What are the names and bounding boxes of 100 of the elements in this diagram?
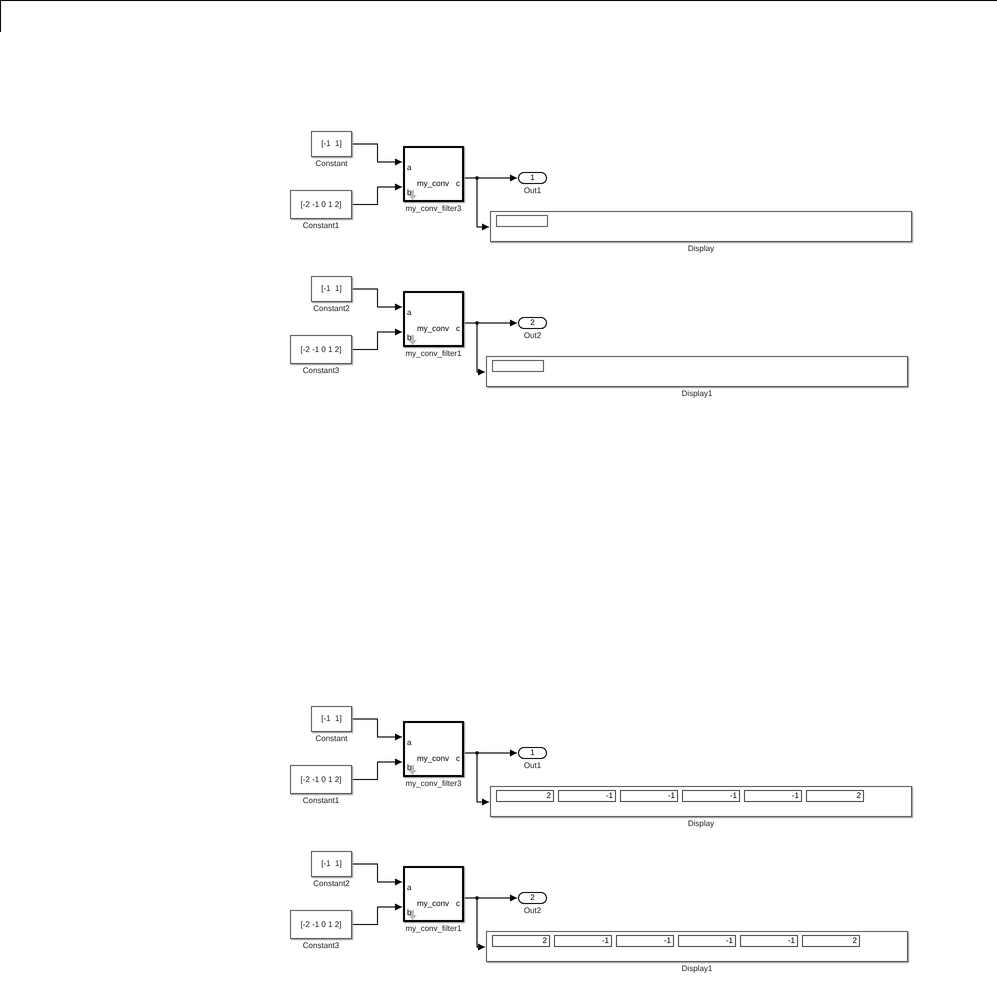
outport-block xyxy=(518,317,547,329)
display-value: 2 xyxy=(852,937,857,945)
constant-value: [-2 -1 0 1 2] xyxy=(300,774,342,786)
block-name-label: Display1 xyxy=(682,390,712,398)
port-label: b xyxy=(407,763,412,772)
port-label: b xyxy=(407,188,412,197)
block-name-label: Constant2 xyxy=(313,305,350,313)
display-cell xyxy=(620,790,678,802)
display-value: -1 xyxy=(602,937,609,945)
display-cell xyxy=(558,790,616,802)
display-cell xyxy=(806,790,864,802)
port-label: a xyxy=(407,163,412,172)
port-label: b xyxy=(407,908,412,917)
block-name-label: Out2 xyxy=(524,332,542,340)
block-name-label: Constant2 xyxy=(313,880,350,888)
port-number: 2 xyxy=(530,894,535,902)
constant-block xyxy=(311,276,352,302)
port-number: 1 xyxy=(530,749,535,757)
block-name-label: Display xyxy=(688,820,714,828)
subsystem-block xyxy=(403,291,464,347)
subsystem-block xyxy=(403,866,464,922)
display-cell xyxy=(554,935,612,947)
port-number: 1 xyxy=(530,174,535,182)
constant-block xyxy=(290,910,352,939)
display-cell xyxy=(744,790,802,802)
block-name-label: Constant3 xyxy=(302,367,340,375)
block-name-label: Display1 xyxy=(682,965,712,973)
display-value: -1 xyxy=(788,937,795,945)
display-block xyxy=(490,211,912,242)
subsystem-block xyxy=(403,721,464,777)
display-cell xyxy=(802,935,860,947)
constant-value: [-2 -1 0 1 2] xyxy=(300,344,342,356)
block-name-label: my_conv_filter3 xyxy=(405,205,462,213)
block-name-label: Display xyxy=(688,245,714,253)
display-block xyxy=(486,356,908,387)
display-cell xyxy=(492,935,550,947)
constant-value: [-2 -1 0 1 2] xyxy=(300,198,342,210)
signal-line xyxy=(464,898,486,950)
block-name-label: Constant xyxy=(315,160,348,168)
subsystem-block xyxy=(403,146,464,202)
constant-value: [-1 1] xyxy=(321,713,342,725)
port-label: b xyxy=(407,333,412,342)
display-cell xyxy=(616,935,674,947)
display-cell xyxy=(496,215,548,227)
port-label: c xyxy=(456,179,460,188)
port-number: 2 xyxy=(530,319,535,327)
constant-value: [-1 1] xyxy=(321,138,342,150)
constant-value: [-1 1] xyxy=(321,283,342,295)
block-name-label: my_conv_filter1 xyxy=(405,350,462,358)
constant-value: [-2 -1 0 1 2] xyxy=(300,918,342,930)
signal-line xyxy=(352,864,402,886)
display-value: -1 xyxy=(730,792,737,800)
display-value: -1 xyxy=(726,937,733,945)
signal-line xyxy=(464,322,486,376)
constant-value: [-1 1] xyxy=(321,858,342,870)
block-name-label: Constant xyxy=(315,735,348,743)
display-value: -1 xyxy=(668,792,675,800)
port-label: a xyxy=(407,738,412,747)
display-value: 2 xyxy=(546,792,551,800)
display-value: -1 xyxy=(606,792,613,800)
outport-block xyxy=(518,172,547,184)
port-label: c xyxy=(456,754,460,763)
port-label: c xyxy=(456,899,460,908)
outport-block xyxy=(518,892,547,904)
constant-block xyxy=(290,765,352,794)
block-name-label: my_conv_filter3 xyxy=(405,780,462,788)
constant-block xyxy=(290,190,352,219)
signal-line xyxy=(352,328,402,350)
block-name-label: Constant1 xyxy=(302,222,340,230)
outport-block xyxy=(518,747,547,759)
display-cell xyxy=(682,790,740,802)
constant-block xyxy=(311,851,352,877)
display-cell xyxy=(496,790,554,802)
port-label: a xyxy=(407,883,412,892)
block-function-name: my_conv xyxy=(417,179,450,188)
block-name-label: my_conv_filter1 xyxy=(405,925,462,933)
display-value: -1 xyxy=(664,937,671,945)
signal-line xyxy=(464,752,490,806)
signal-line xyxy=(352,184,402,205)
block-name-label: Out1 xyxy=(524,762,542,770)
display-block xyxy=(486,931,908,962)
display-value: 2 xyxy=(542,937,547,945)
port-label: a xyxy=(407,308,412,317)
port-label: c xyxy=(456,324,460,333)
block-function-name: my_conv xyxy=(417,899,450,908)
display-cell xyxy=(492,360,544,372)
block-name-label: Out2 xyxy=(524,907,542,915)
signal-line xyxy=(352,904,402,925)
constant-block xyxy=(290,335,352,364)
constant-block xyxy=(311,706,352,732)
signal-line xyxy=(352,758,402,780)
signal-line xyxy=(464,178,490,230)
signal-line xyxy=(352,144,402,166)
block-name-label: Constant1 xyxy=(302,797,340,805)
block-function-name: my_conv xyxy=(417,324,450,333)
display-cell xyxy=(678,935,736,947)
display-cell xyxy=(740,935,798,947)
display-block xyxy=(490,786,912,817)
signal-line xyxy=(352,718,402,740)
display-value: 2 xyxy=(856,792,861,800)
